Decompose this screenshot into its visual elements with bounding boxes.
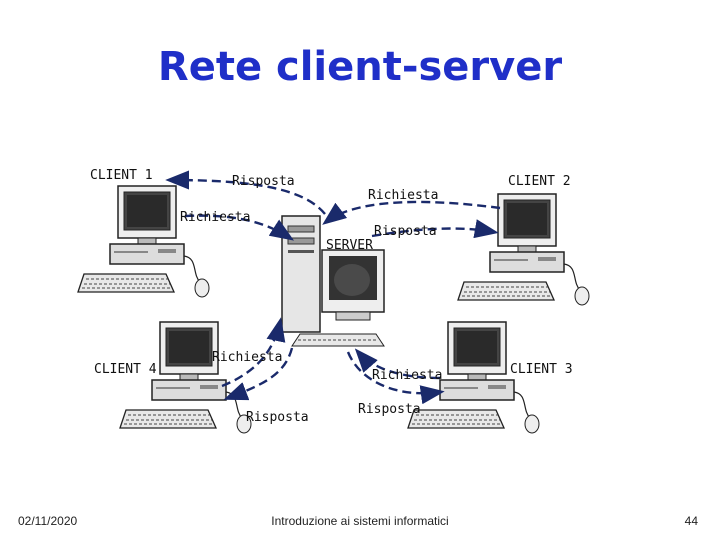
arrow-c1-richiesta	[184, 214, 295, 241]
arrow-c4-risposta	[223, 347, 294, 401]
client-4-computer	[119, 321, 252, 434]
server-computer	[281, 215, 385, 347]
edge-label-c4-risposta: Risposta	[246, 410, 309, 425]
client-1-computer	[77, 185, 210, 298]
client-3-label: CLIENT 3	[510, 362, 573, 377]
edge-label-c1-richiesta: Richiesta	[180, 210, 251, 225]
connection-arrows	[165, 170, 501, 405]
server-label: SERVER	[326, 238, 373, 253]
edge-label-c2-richiesta: Richiesta	[368, 188, 439, 203]
footer-text: Introduzione ai sistemi informatici	[271, 514, 449, 528]
client-2-label: CLIENT 2	[508, 174, 571, 189]
page-number: 44	[684, 514, 698, 528]
arrow-c2-risposta	[371, 219, 499, 239]
edge-label-c4-richiesta: Richiesta	[212, 350, 283, 365]
edge-label-c3-risposta: Risposta	[358, 402, 421, 417]
edge-label-c3-richiesta: Richiesta	[372, 368, 443, 383]
edge-label-c1-risposta: Risposta	[232, 174, 295, 189]
slide-title: Rete client-server	[157, 44, 563, 90]
client-4-label: CLIENT 4	[94, 362, 157, 377]
arrow-c2-richiesta	[322, 200, 501, 225]
arrow-c1-risposta	[165, 170, 326, 215]
edge-label-c2-risposta: Risposta	[374, 224, 437, 239]
client-2-computer	[457, 193, 590, 306]
client-1-label: CLIENT 1	[90, 168, 153, 183]
arrow-c3-risposta	[346, 351, 445, 405]
footer-date: 02/11/2020	[18, 514, 78, 528]
